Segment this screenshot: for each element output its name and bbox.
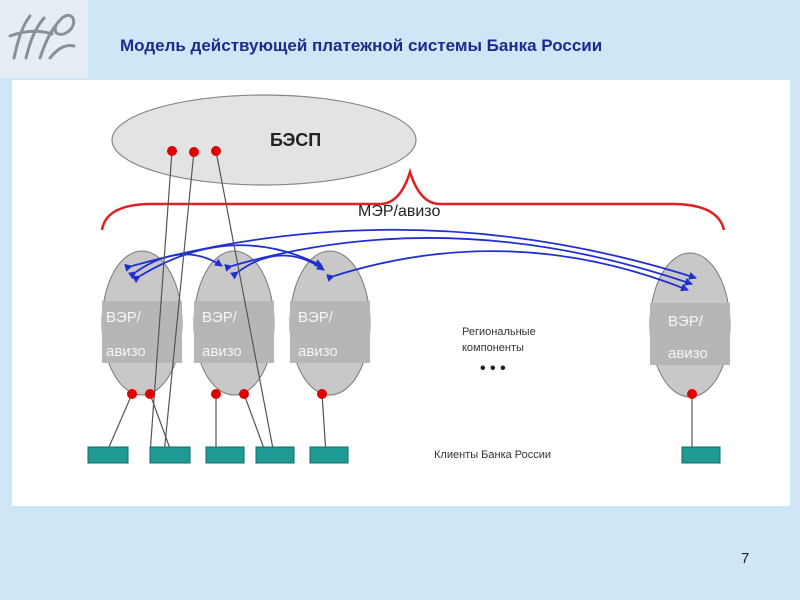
regional-label-line2: компоненты [462, 342, 524, 354]
client-box [681, 446, 721, 464]
payment-system-diagram: БЭСП МЭР/авизо ВЭР/ авизо ВЭР/ авизо ВЭР… [87, 94, 731, 464]
besp-label: БЭСП [270, 130, 321, 150]
regional-node-label-line1: ВЭР/ [668, 313, 704, 330]
regional-node-label-line2: авизо [202, 343, 242, 360]
slide-title: Модель действующей платежной системы Бан… [120, 36, 603, 55]
regional-node-label-line1: ВЭР/ [298, 309, 334, 326]
regional-node-1: ВЭР/ авизо [101, 250, 183, 396]
client-box [205, 446, 245, 464]
regional-node-label-line1: ВЭР/ [202, 309, 238, 326]
besp-dot [167, 146, 177, 156]
meer-arrow [224, 237, 693, 286]
client-boxes [87, 446, 721, 464]
clients-label: Клиенты Банка России [434, 449, 551, 461]
meer-arrow [326, 250, 689, 292]
client-box [87, 446, 129, 464]
meer-label: МЭР/авизо [358, 203, 440, 220]
page-number: 7 [741, 550, 750, 567]
besp-dot [189, 147, 199, 157]
bank-logo [0, 0, 88, 78]
regional-dot [145, 389, 155, 399]
client-box [309, 446, 349, 464]
regional-node-label-line2: авизо [668, 345, 708, 362]
client-box [149, 446, 191, 464]
ellipsis-dots: • • • [480, 360, 506, 377]
connection-lines [105, 150, 693, 455]
diagram-panel: БЭСП МЭР/авизо ВЭР/ авизо ВЭР/ авизо ВЭР… [12, 80, 790, 506]
regional-node-3: ВЭР/ авизо [289, 250, 371, 396]
regional-dot [317, 389, 327, 399]
regional-dot [211, 389, 221, 399]
besp-dot [211, 146, 221, 156]
meer-arrows [124, 228, 697, 292]
regional-node-label-line1: ВЭР/ [106, 309, 142, 326]
regional-node-label-line2: авизо [298, 343, 338, 360]
client-box [255, 446, 295, 464]
meer-arrow [124, 228, 697, 280]
regional-dot [687, 389, 697, 399]
regional-node-label-line2: авизо [106, 343, 146, 360]
meer-arrow [131, 244, 323, 284]
meer-brace [100, 167, 726, 231]
regional-dot [127, 389, 137, 399]
regional-label-line1: Региональные [462, 326, 536, 338]
regional-node-2: ВЭР/ авизо [193, 250, 275, 396]
regional-dot [239, 389, 249, 399]
bank-logo-icon [8, 13, 76, 60]
besp-node [111, 94, 417, 186]
